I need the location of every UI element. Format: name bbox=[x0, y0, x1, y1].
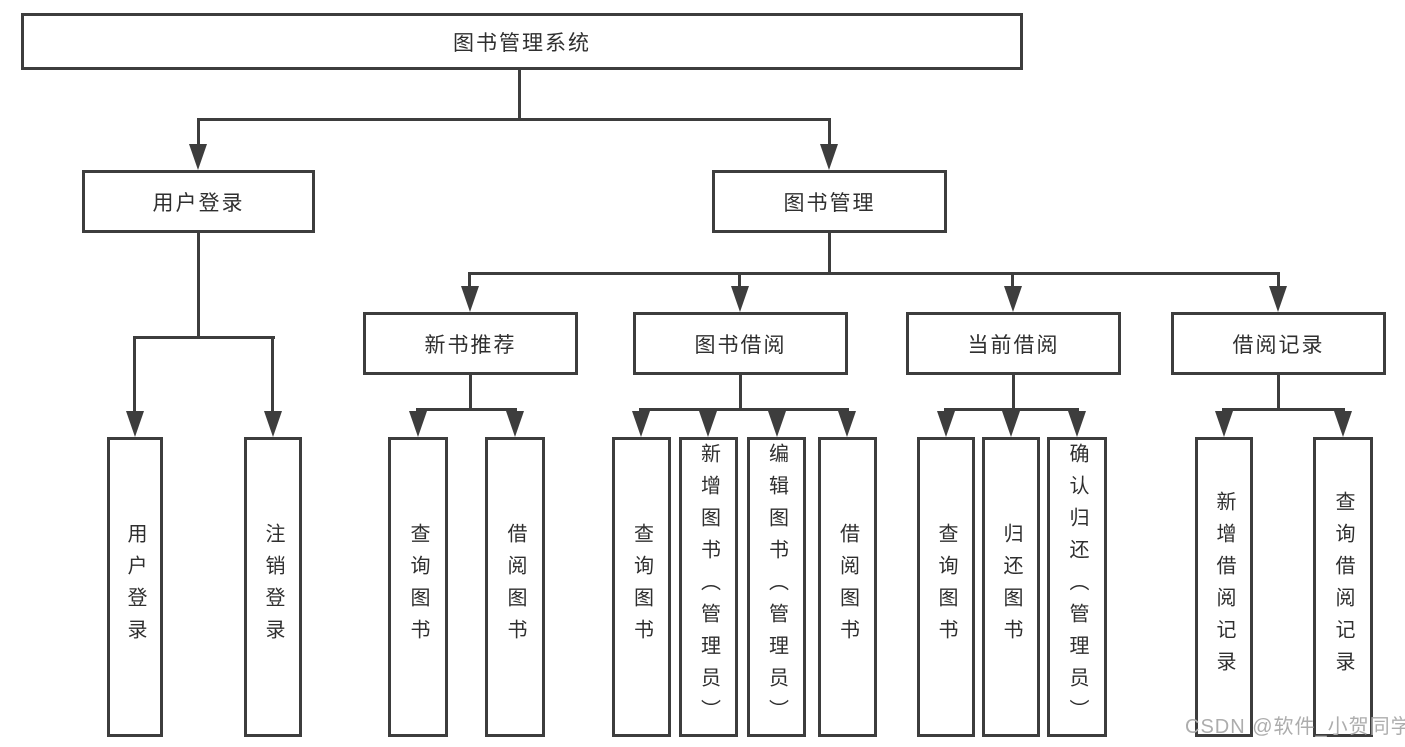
leaf-borrow-books-recommend-label: 借阅图书 bbox=[504, 523, 526, 651]
connector-line bbox=[197, 233, 200, 336]
leaf-borrow-books-label: 借阅图书 bbox=[836, 523, 859, 651]
leaf-query-books-borrow: 查询图书 bbox=[612, 437, 671, 737]
node-borrow-record-label: 借阅记录 bbox=[1232, 333, 1325, 357]
node-user-login-label: 用户登录 bbox=[152, 191, 245, 215]
arrowhead-down-icon bbox=[1068, 411, 1086, 437]
node-book-management-label: 图书管理 bbox=[783, 191, 876, 215]
connector-line bbox=[197, 118, 200, 148]
leaf-logout-label: 注销登录 bbox=[262, 523, 284, 651]
node-book-borrow: 图书借阅 bbox=[633, 312, 848, 375]
leaf-add-borrow-record: 新增借阅记录 bbox=[1195, 437, 1253, 737]
node-current-borrow: 当前借阅 bbox=[906, 312, 1121, 375]
leaf-query-books-recommend: 查询图书 bbox=[388, 437, 448, 737]
connector-line bbox=[468, 272, 1280, 275]
connector-line bbox=[828, 233, 831, 274]
connector-line bbox=[639, 408, 849, 411]
arrowhead-down-icon bbox=[126, 411, 144, 437]
arrowhead-down-icon bbox=[820, 144, 838, 170]
arrowhead-down-icon bbox=[1004, 286, 1022, 312]
connector-line bbox=[271, 336, 274, 414]
watermark: CSDN @软件_小贺同学 bbox=[1185, 716, 1405, 738]
arrowhead-down-icon bbox=[838, 411, 856, 437]
leaf-user-login-label: 用户登录 bbox=[124, 523, 146, 651]
connector-line bbox=[468, 272, 471, 290]
leaf-query-books-current: 查询图书 bbox=[917, 437, 975, 737]
connector-line bbox=[469, 375, 472, 408]
connector-line bbox=[1012, 375, 1015, 408]
connector-line bbox=[1277, 375, 1280, 408]
connector-line bbox=[197, 118, 831, 121]
arrowhead-down-icon bbox=[264, 411, 282, 437]
leaf-edit-books-admin: 编辑图书（管理员） bbox=[747, 437, 806, 737]
leaf-query-books-current-label: 查询图书 bbox=[935, 523, 957, 651]
arrowhead-down-icon bbox=[632, 411, 650, 437]
node-root-label: 图书管理系统 bbox=[453, 31, 591, 55]
leaf-add-books-admin: 新增图书（管理员） bbox=[679, 437, 738, 737]
leaf-query-books-borrow-label: 查询图书 bbox=[630, 523, 653, 651]
connector-line bbox=[1277, 272, 1280, 290]
node-borrow-record: 借阅记录 bbox=[1171, 312, 1386, 375]
leaf-borrow-books: 借阅图书 bbox=[818, 437, 877, 737]
arrowhead-down-icon bbox=[1215, 411, 1233, 437]
node-book-borrow-label: 图书借阅 bbox=[694, 333, 787, 357]
connector-line bbox=[133, 336, 275, 339]
leaf-user-login: 用户登录 bbox=[107, 437, 163, 737]
connector-line bbox=[739, 375, 742, 408]
arrowhead-down-icon bbox=[768, 411, 786, 437]
arrowhead-down-icon bbox=[1269, 286, 1287, 312]
leaf-edit-books-admin-label: 编辑图书（管理员） bbox=[765, 443, 788, 731]
arrowhead-down-icon bbox=[731, 286, 749, 312]
leaf-return-books-label: 归还图书 bbox=[1000, 523, 1022, 651]
connector-line bbox=[1011, 272, 1014, 290]
arrowhead-down-icon bbox=[506, 411, 524, 437]
arrowhead-down-icon bbox=[409, 411, 427, 437]
leaf-add-books-admin-label: 新增图书（管理员） bbox=[697, 443, 720, 731]
arrowhead-down-icon bbox=[1334, 411, 1352, 437]
connector-line bbox=[944, 408, 1079, 411]
node-new-book-recommend-label: 新书推荐 bbox=[424, 333, 517, 357]
leaf-query-borrow-record-label: 查询借阅记录 bbox=[1332, 491, 1354, 683]
leaf-return-books: 归还图书 bbox=[982, 437, 1040, 737]
leaf-logout: 注销登录 bbox=[244, 437, 302, 737]
node-new-book-recommend: 新书推荐 bbox=[363, 312, 578, 375]
connector-line bbox=[738, 272, 741, 290]
leaf-add-borrow-record-label: 新增借阅记录 bbox=[1213, 491, 1235, 683]
arrowhead-down-icon bbox=[937, 411, 955, 437]
connector-line bbox=[133, 336, 136, 414]
leaf-query-books-recommend-label: 查询图书 bbox=[407, 523, 429, 651]
node-book-management: 图书管理 bbox=[712, 170, 947, 233]
arrowhead-down-icon bbox=[699, 411, 717, 437]
leaf-borrow-books-recommend: 借阅图书 bbox=[485, 437, 545, 737]
connector-line bbox=[416, 408, 517, 411]
connector-line bbox=[828, 118, 831, 148]
arrowhead-down-icon bbox=[1002, 411, 1020, 437]
connector-line bbox=[1222, 408, 1345, 411]
leaf-confirm-return-admin-label: 确认归还（管理员） bbox=[1066, 443, 1088, 731]
node-root: 图书管理系统 bbox=[21, 13, 1023, 70]
arrowhead-down-icon bbox=[189, 144, 207, 170]
node-current-borrow-label: 当前借阅 bbox=[967, 333, 1060, 357]
node-user-login: 用户登录 bbox=[82, 170, 315, 233]
leaf-query-borrow-record: 查询借阅记录 bbox=[1313, 437, 1373, 737]
leaf-confirm-return-admin: 确认归还（管理员） bbox=[1047, 437, 1107, 737]
arrowhead-down-icon bbox=[461, 286, 479, 312]
connector-line bbox=[518, 70, 521, 118]
